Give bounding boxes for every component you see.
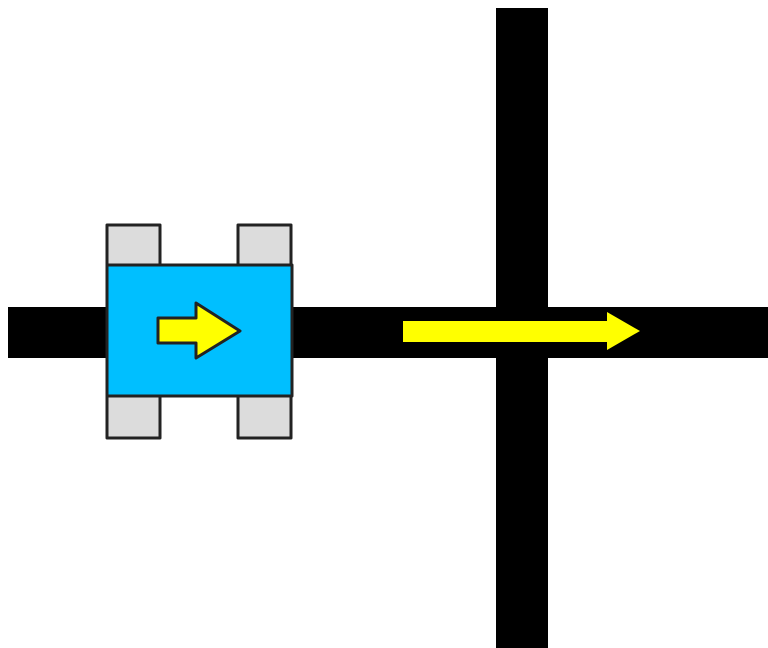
robot-wheel-front-right [238,225,291,269]
robot-wheel-front-left [107,225,160,269]
robot-wheel-rear-left [107,395,160,438]
robot-wheel-rear-right [238,395,291,438]
